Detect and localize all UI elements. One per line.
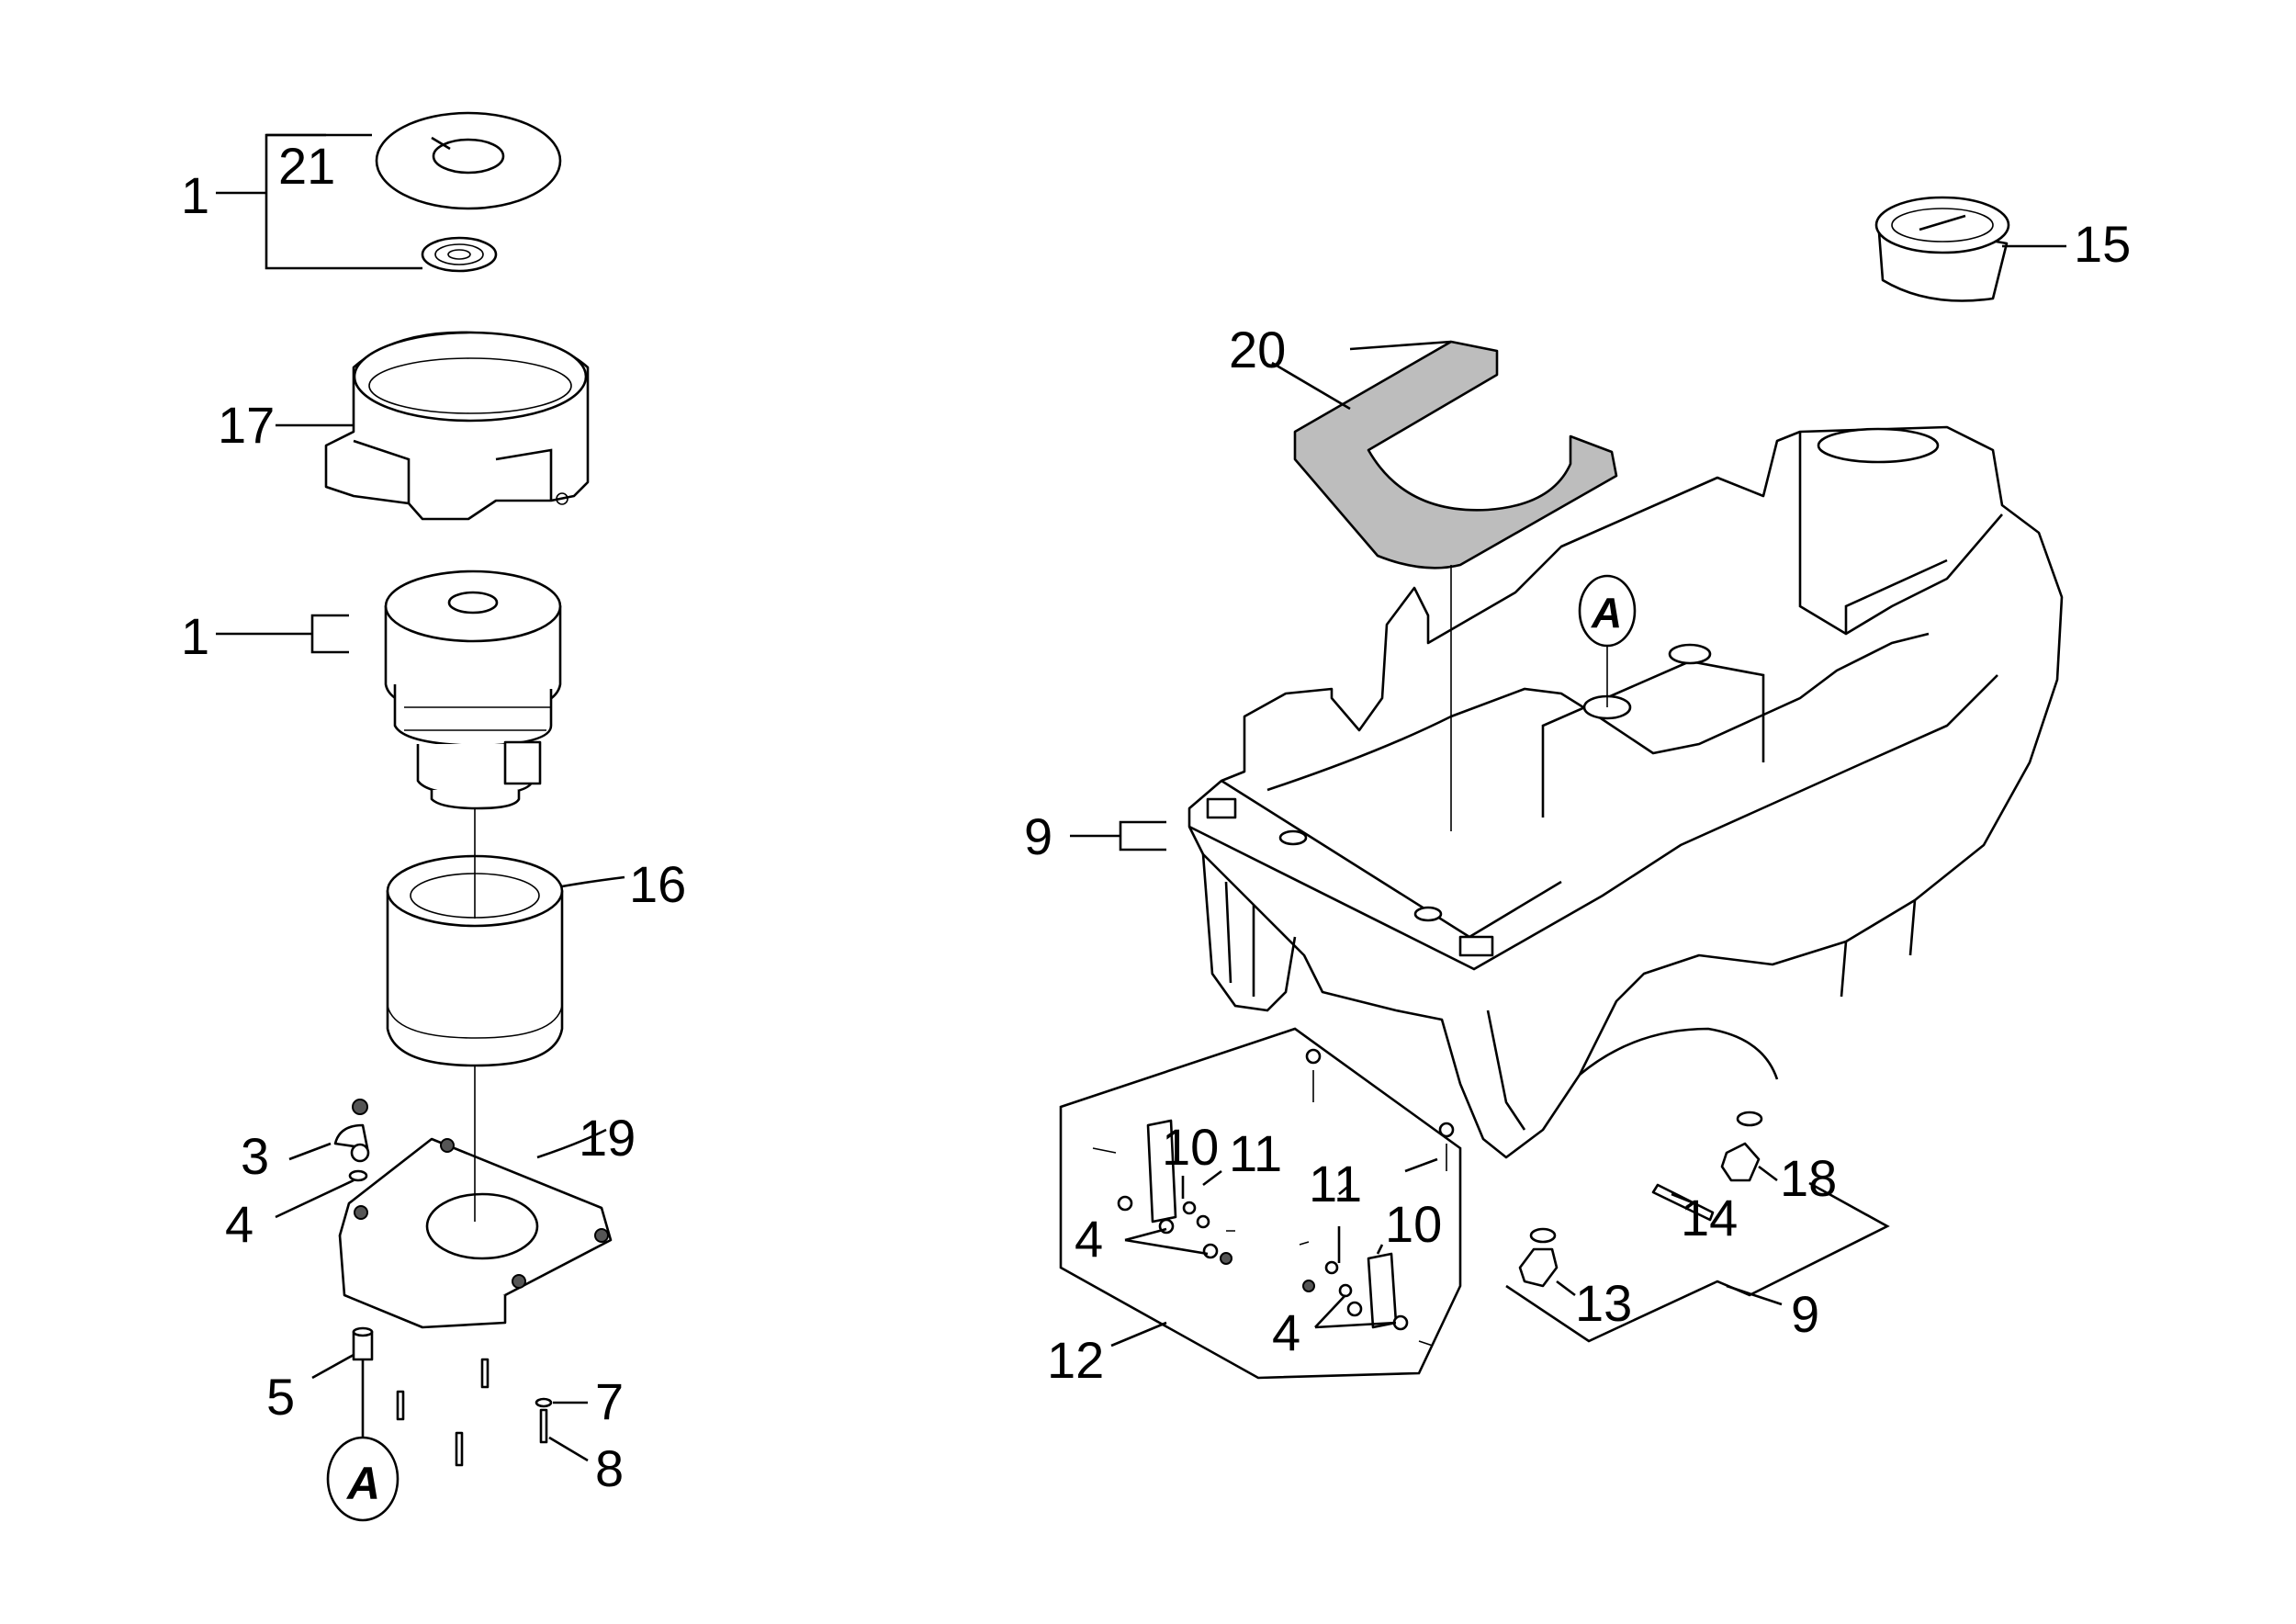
part-17-motor-housing bbox=[276, 331, 590, 521]
callout-8: 8 bbox=[595, 1439, 624, 1497]
callout-5: 5 bbox=[266, 1368, 295, 1426]
part-20-foam-pad bbox=[1293, 340, 1618, 570]
part-13-elbow-fitting bbox=[1518, 1227, 1576, 1297]
part-16-filter bbox=[386, 854, 625, 1067]
callout-10: 10 bbox=[1385, 1195, 1442, 1253]
callout-19: 19 bbox=[579, 1109, 636, 1167]
callout-4: 4 bbox=[1075, 1210, 1103, 1268]
callout-4: 4 bbox=[225, 1195, 253, 1253]
reference-circle-a-right bbox=[1578, 574, 1637, 707]
callout-11: 11 bbox=[1229, 1124, 1282, 1182]
part-12-hardware-kit bbox=[1059, 1027, 1462, 1380]
callout-20: 20 bbox=[1229, 321, 1286, 378]
callout-labels: 1 21 17 1 16 3 4 19 5 7 8 A 20 15 A 9 10… bbox=[181, 137, 2131, 1509]
part-3-clamp bbox=[288, 1099, 370, 1163]
callout-18: 18 bbox=[1780, 1149, 1837, 1207]
part-19-mounting-plate bbox=[338, 1128, 613, 1329]
callout-4: 4 bbox=[1272, 1303, 1300, 1361]
part-4-washer bbox=[275, 1169, 368, 1219]
callout-1: 1 bbox=[181, 166, 209, 224]
part-8-screws bbox=[396, 1358, 589, 1467]
part-15-cap bbox=[1874, 196, 2066, 302]
part-1-filter-disc bbox=[421, 236, 498, 273]
callout-13: 13 bbox=[1575, 1274, 1632, 1332]
reference-circle-a-left bbox=[326, 1436, 400, 1522]
callout-21: 21 bbox=[278, 137, 335, 195]
leader-20 bbox=[1271, 361, 1351, 411]
callout-9: 9 bbox=[1791, 1285, 1819, 1343]
part-5-damper bbox=[311, 1326, 374, 1451]
callout-a: A bbox=[1591, 589, 1622, 637]
callout-16: 16 bbox=[629, 855, 686, 913]
callout-10: 10 bbox=[1162, 1118, 1219, 1176]
callout-3: 3 bbox=[241, 1127, 269, 1185]
callout-12: 12 bbox=[1047, 1331, 1104, 1389]
part-21-gasket-ring bbox=[375, 111, 562, 210]
callout-11: 11 bbox=[1309, 1155, 1362, 1212]
part-18-elbow-fitting bbox=[1720, 1111, 1778, 1182]
part-14-pin bbox=[1651, 1183, 1715, 1222]
part-1-motor bbox=[216, 570, 562, 810]
callout-1: 1 bbox=[181, 607, 209, 665]
callout-a: A bbox=[345, 1458, 380, 1509]
part-7-washer bbox=[535, 1397, 588, 1408]
callout-15: 15 bbox=[2074, 215, 2131, 273]
leader-group-1 bbox=[216, 133, 422, 270]
kit-9-bracket bbox=[1505, 1181, 1890, 1343]
part-9-tank-body bbox=[1187, 425, 2064, 1159]
callout-17: 17 bbox=[218, 396, 275, 454]
callout-14: 14 bbox=[1681, 1189, 1738, 1246]
callout-7: 7 bbox=[595, 1372, 624, 1430]
leader-9-top bbox=[1070, 820, 1166, 851]
callout-9: 9 bbox=[1024, 807, 1052, 865]
